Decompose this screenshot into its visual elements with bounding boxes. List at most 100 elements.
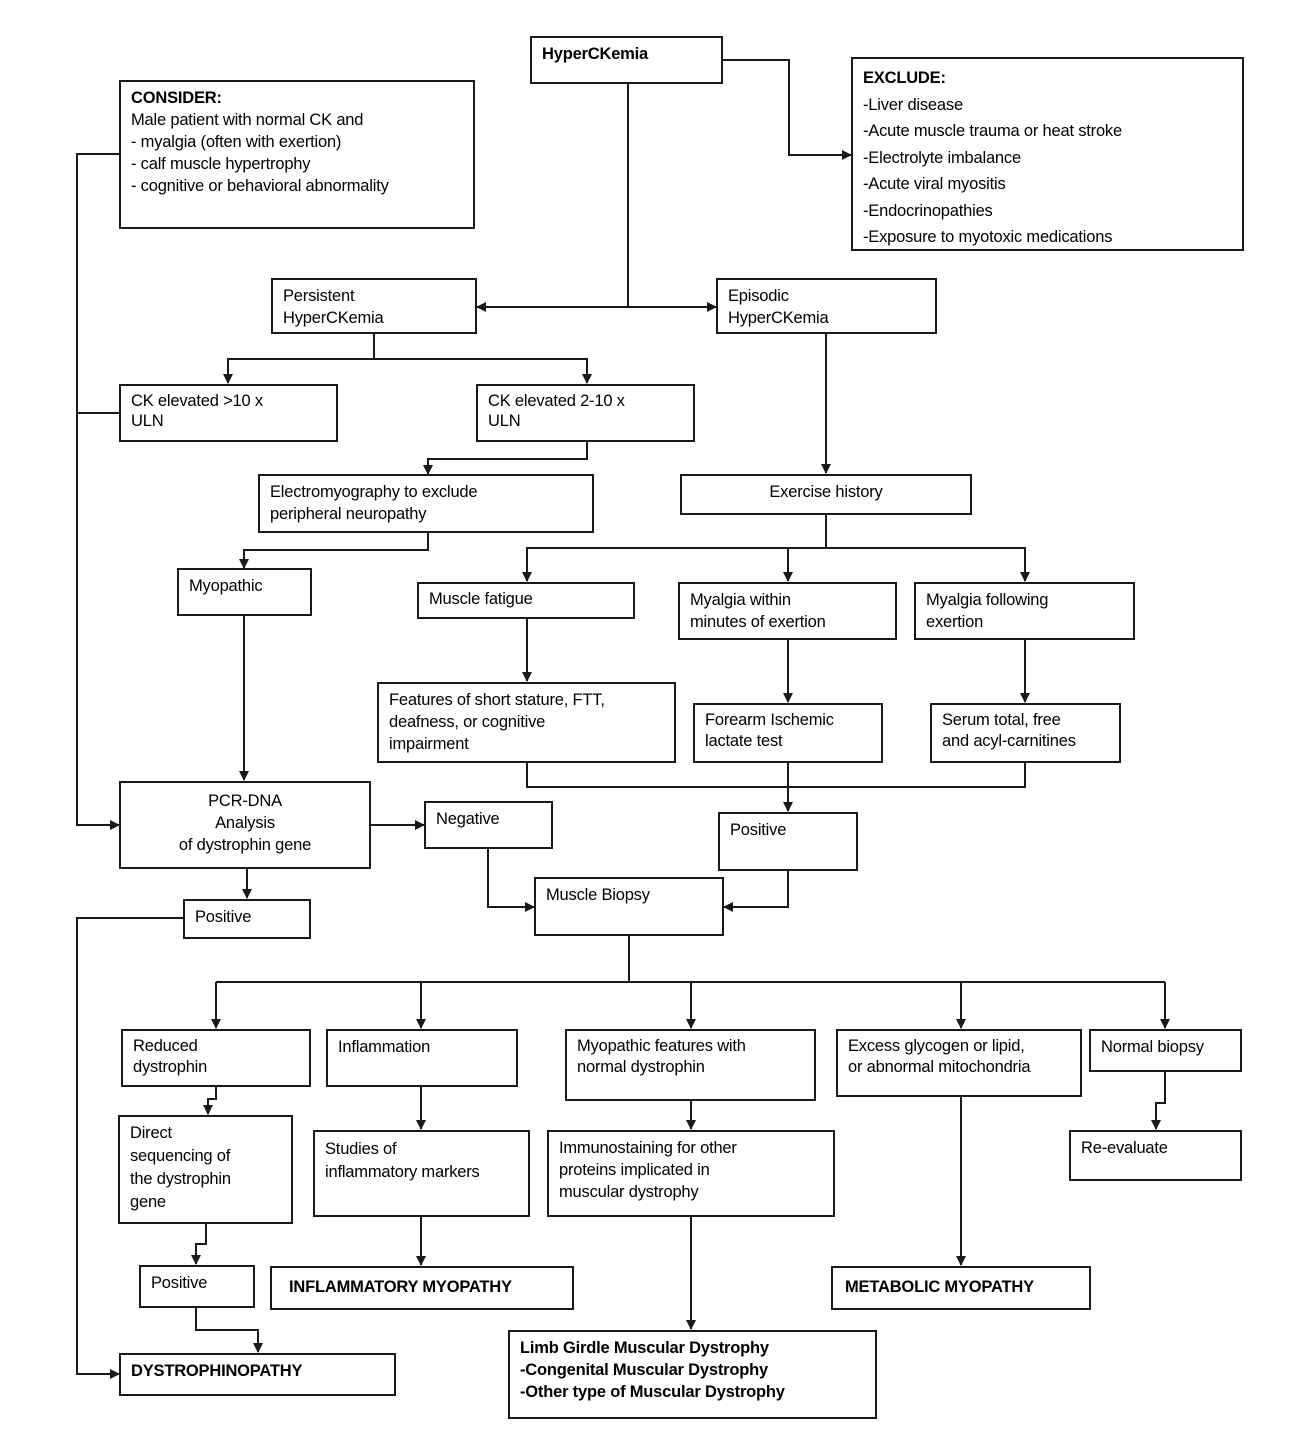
consider-line: CONSIDER:	[131, 89, 222, 107]
emg-line: Electromyography to exclude	[270, 483, 478, 501]
positive-left-box: Positive	[183, 899, 311, 939]
features-short-stature-line: impairment	[389, 735, 469, 753]
ck-2-10-line: CK elevated 2-10 x	[488, 392, 625, 410]
limb-girdle-line: -Congenital Muscular Dystrophy	[520, 1361, 768, 1379]
consider-line: - myalgia (often with exertion)	[131, 133, 342, 151]
connector-direct-to-positive	[191, 1223, 207, 1265]
limb-girdle-line: Limb Girdle Muscular Dystrophy	[520, 1339, 769, 1357]
features-short-stature-line: Features of short stature, FTT,	[389, 691, 605, 709]
pcr-dna-line: of dystrophin gene	[178, 836, 312, 854]
inflammation-line: Inflammation	[338, 1038, 431, 1056]
connector-positive-to-biopsy	[723, 870, 789, 912]
studies-inflammatory-line: inflammatory markers	[325, 1163, 480, 1181]
myalgia-following-line: Myalgia following	[926, 591, 1049, 609]
connector-ck-to-emg	[423, 441, 588, 475]
connector-root-to-exclude	[723, 59, 852, 160]
studies-inflammatory-box: Studies of inflammatory markers	[313, 1130, 530, 1217]
ck-elevated-2-10-box: CK elevated 2-10 x ULN	[476, 384, 695, 442]
ck-elevated-over-10-box: CK elevated >10 x ULN	[119, 384, 338, 442]
negative-box: Negative	[424, 801, 553, 849]
reduced-dystrophin-box: Reduced dystrophin	[121, 1029, 311, 1087]
direct-sequencing-line: gene	[130, 1193, 166, 1211]
reduced-dystrophin-line: Reduced	[133, 1037, 198, 1055]
connector-persistent-split	[223, 334, 375, 384]
episodic-line: HyperCKemia	[728, 309, 829, 327]
consider-line: Male patient with normal CK and	[131, 111, 364, 129]
exclude-line: -Acute muscle trauma or heat stroke	[863, 122, 1122, 140]
ck-gt10-line: ULN	[131, 412, 164, 430]
muscle-biopsy-box: Muscle Biopsy	[534, 877, 724, 936]
hyperckemia-box: HyperCKemia	[530, 36, 723, 84]
consider-line: - cognitive or behavioral abnormality	[131, 177, 389, 195]
reduced-dystrophin-line: dystrophin	[133, 1058, 208, 1076]
ck-gt10-line: CK elevated >10 x	[131, 392, 263, 410]
myopathic-features-line: Myopathic features with	[577, 1037, 746, 1055]
connector-reduced-to-direct	[203, 1086, 217, 1115]
excess-glycogen-box: Excess glycogen or lipid, or abnormal mit…	[836, 1029, 1082, 1097]
inflammatory-myopathy-line: INFLAMMATORY MYOPATHY	[289, 1278, 512, 1296]
limb-girdle-box: Limb Girdle Muscular Dystrophy -Congenita…	[508, 1330, 877, 1419]
consider-line: - calf muscle hypertrophy	[131, 155, 311, 173]
limb-girdle-line: -Other type of Muscular Dystrophy	[520, 1383, 785, 1401]
excess-glycogen-line: or abnormal mitochondria	[848, 1058, 1031, 1076]
myalgia-following-box: Myalgia following exertion	[914, 582, 1135, 640]
excess-glycogen-line: Excess glycogen or lipid,	[848, 1037, 1025, 1055]
re-evaluate-box: Re-evaluate	[1069, 1130, 1242, 1181]
serum-carnitines-line: Serum total, free	[942, 711, 1061, 729]
features-short-stature-box: Features of short stature, FTT, deafness,…	[377, 682, 676, 763]
pcr-dna-line: Analysis	[215, 814, 275, 832]
connector-emg-to-myopathic	[239, 532, 429, 569]
features-short-stature-line: deafness, or cognitive	[389, 713, 546, 731]
connector-positive-to-dystrophinopathy	[76, 917, 185, 1379]
inflammatory-myopathy-box: INFLAMMATORY MYOPATHY	[270, 1266, 574, 1310]
studies-inflammatory-line: Studies of	[325, 1140, 397, 1158]
metabolic-myopathy-box: METABOLIC MYOPATHY	[831, 1266, 1091, 1310]
negative-line: Negative	[436, 810, 500, 828]
immunostaining-line: muscular dystrophy	[559, 1183, 699, 1201]
myalgia-within-line: minutes of exertion	[690, 613, 826, 631]
positive-bottom-line: Positive	[151, 1274, 208, 1292]
connector-exercise-split	[522, 514, 827, 582]
connector-normal-to-reevaluate	[1151, 1071, 1166, 1130]
myopathic-line: Myopathic	[189, 577, 263, 595]
persistent-line: HyperCKemia	[283, 309, 384, 327]
emg-line: peripheral neuropathy	[270, 505, 427, 523]
positive-left-line: Positive	[195, 908, 252, 926]
consider-box: CONSIDER: Male patient with normal CK and…	[119, 80, 475, 229]
direct-sequencing-line: sequencing of	[130, 1147, 231, 1165]
positive-mid-box: Positive	[718, 812, 858, 871]
electromyography-box: Electromyography to exclude peripheral ne…	[258, 474, 594, 533]
positive-bottom-box: Positive	[139, 1265, 255, 1308]
connector-features-merge	[526, 762, 1026, 788]
normal-biopsy-line: Normal biopsy	[1101, 1038, 1204, 1056]
exclude-line: -Exposure to myotoxic medications	[863, 228, 1113, 246]
normal-biopsy-box: Normal biopsy	[1089, 1029, 1242, 1072]
immunostaining-line: Immunostaining for other	[559, 1139, 737, 1157]
re-evaluate-line: Re-evaluate	[1081, 1139, 1168, 1157]
muscle-fatigue-line: Muscle fatigue	[429, 590, 533, 608]
exclude-line: -Electrolyte imbalance	[863, 148, 1021, 167]
connector-consider-to-pcr	[76, 153, 121, 830]
muscle-fatigue-box: Muscle fatigue	[417, 582, 635, 619]
exercise-history-line: Exercise history	[769, 483, 883, 501]
connector-persistent-split-right	[374, 358, 592, 384]
positive-mid-line: Positive	[730, 821, 787, 839]
muscle-biopsy-line: Muscle Biopsy	[546, 886, 650, 904]
myalgia-following-line: exertion	[926, 613, 984, 631]
connector-negative-to-biopsy	[487, 848, 535, 912]
dystrophinopathy-box: DYSTROPHINOPATHY	[119, 1353, 396, 1396]
episodic-line: Episodic	[728, 287, 789, 305]
ck-2-10-line: ULN	[488, 412, 521, 430]
exclude-line: EXCLUDE:	[863, 69, 946, 87]
persistent-line: Persistent	[283, 287, 355, 305]
direct-sequencing-line: Direct	[130, 1124, 172, 1142]
